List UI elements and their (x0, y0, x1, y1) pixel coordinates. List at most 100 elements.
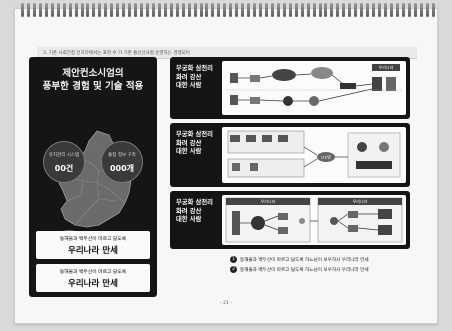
legend-number: 1 (230, 256, 237, 263)
binding-ring (122, 3, 126, 17)
binding-ring (413, 3, 417, 17)
binding-ring (92, 3, 96, 17)
network-diagram-2: LTE망 (222, 127, 406, 183)
binding-ring (80, 3, 84, 17)
legend-text: 동해물과 백두산이 마르고 닳도록 하느님이 보우하사 우리나라 만세 (240, 257, 369, 263)
binding-ring (354, 3, 358, 17)
binding-ring (74, 3, 78, 17)
binding-ring (330, 3, 334, 17)
binding-ring (86, 3, 90, 17)
binding-ring (199, 3, 203, 17)
binding-ring (50, 3, 54, 17)
binding-ring (104, 3, 108, 17)
section-label-line: 대한 사람 (176, 148, 202, 155)
binding-ring (98, 3, 102, 17)
slogan-big: 우리나라 만세 (68, 246, 118, 256)
stat-value: 00건 (54, 164, 74, 173)
binding-ring (253, 3, 257, 17)
section-label: 무궁화 삼천리 화려 강산 대한 사람 (176, 199, 220, 225)
stat-maintenance: 유지관리 시스템 00건 (43, 141, 85, 183)
section-label-line: 화려 강산 (176, 139, 202, 147)
diagram-1-svg: 우리나라 (226, 64, 402, 106)
binding-ring (134, 3, 138, 17)
binding-ring (32, 3, 36, 17)
binding-ring (306, 3, 310, 17)
section-label-line: 화려 강산 (176, 73, 202, 81)
section-1: 무궁화 삼천리 화려 강산 대한 사람 우리나라 (170, 57, 410, 119)
binding-ring (175, 3, 179, 17)
binding-ring (38, 3, 42, 17)
binding-ring (21, 3, 24, 17)
binding-ring (419, 3, 423, 17)
binding-ring (241, 3, 245, 17)
legend-text: 동해물과 백두산이 마르고 닳도록 하느님이 보우하사 우리나라 만세 (240, 267, 369, 273)
header-text: 3. 기존 사회간접 인프라에서는 표현 수 가 기존 통신선사항 운영하는 경… (43, 50, 190, 56)
tag-text: 우리나라 (379, 64, 394, 70)
binding-ring (110, 3, 114, 17)
section-label-line: 무궁화 삼천리 (176, 199, 213, 206)
section-label-line: 무궁화 삼천리 (176, 65, 213, 72)
binding-ring (294, 3, 298, 17)
binding-ring (140, 3, 143, 17)
binding-ring (187, 3, 191, 17)
binding-ring (145, 3, 149, 17)
left-panel: 제안컨소시엄의 풍부한 경험 및 기술 적용 유지관리 시스템 00건 통합 정… (29, 57, 157, 297)
binding-ring (342, 3, 346, 17)
binding-ring (312, 3, 316, 17)
spiral-binding (15, 3, 437, 19)
panel-title: 제안컨소시엄의 풍부한 경험 및 기술 적용 (29, 67, 157, 93)
slogan-box-2: 동해물과 백두산이 마르고 닳도록 우리나라 만세 (36, 264, 150, 292)
panel-title-line2: 풍부한 경험 및 기술 적용 (42, 81, 144, 92)
section-label-line: 대한 사람 (176, 82, 202, 89)
binding-ring (193, 3, 197, 17)
binding-ring (247, 3, 251, 17)
tag-text: 우리나라 (353, 198, 368, 204)
binding-ring (336, 3, 340, 17)
section-label: 무궁화 삼천리 화려 강산 대한 사람 (176, 131, 220, 157)
legend-item-1: 1 동해물과 백두산이 마르고 닳도록 하느님이 보우하사 우리나라 만세 (230, 256, 369, 263)
binding-ring (264, 3, 268, 17)
binding-ring (300, 3, 304, 17)
network-diagram-1: 우리나라 (222, 61, 406, 115)
binding-ring (259, 3, 262, 17)
binding-ring (223, 3, 227, 17)
binding-ring (181, 3, 185, 17)
binding-ring (324, 3, 328, 17)
binding-ring (288, 3, 292, 17)
slogan-small: 동해물과 백두산이 마르고 닳도록 (59, 237, 127, 242)
stat-label: 통합 정보 구축 (108, 153, 136, 158)
binding-ring (44, 3, 48, 17)
page-number: - 21 - (220, 301, 232, 306)
slogan-box-1: 동해물과 백두산이 마르고 닳도록 우리나라 만세 (36, 231, 150, 259)
slogan-big: 우리나라 만세 (68, 279, 118, 289)
binding-ring (56, 3, 60, 17)
binding-ring (157, 3, 161, 17)
binding-ring (62, 3, 66, 17)
binding-ring (395, 3, 399, 17)
binding-ring (151, 3, 155, 17)
section-2: 무궁화 삼천리 화려 강산 대한 사람 LTE망 (170, 123, 410, 187)
panel-title-line1: 제안컨소시엄의 (62, 68, 124, 79)
binding-ring (229, 3, 233, 17)
binding-ring (128, 3, 132, 17)
binding-ring (407, 3, 411, 17)
section-label-line: 대한 사람 (176, 216, 202, 223)
tag-text: 우리나라 (261, 198, 276, 204)
binding-ring (282, 3, 286, 17)
binding-ring (348, 3, 352, 17)
binding-ring (116, 3, 120, 17)
binding-ring (270, 3, 274, 17)
binding-ring (276, 3, 280, 17)
binding-ring (425, 3, 429, 17)
binding-ring (26, 3, 30, 17)
binding-ring (205, 3, 209, 17)
binding-ring (217, 3, 221, 17)
binding-ring (68, 3, 72, 17)
binding-ring (366, 3, 370, 17)
network-diagram-3: 우리나라 우리나라 (222, 195, 406, 245)
binding-ring (211, 3, 215, 17)
stat-label: 유지관리 시스템 (48, 153, 80, 158)
binding-ring (318, 3, 322, 17)
legend-number: 2 (230, 266, 237, 273)
section-3: 무궁화 삼천리 화려 강산 대한 사람 우리나라 우리나라 (170, 191, 410, 249)
